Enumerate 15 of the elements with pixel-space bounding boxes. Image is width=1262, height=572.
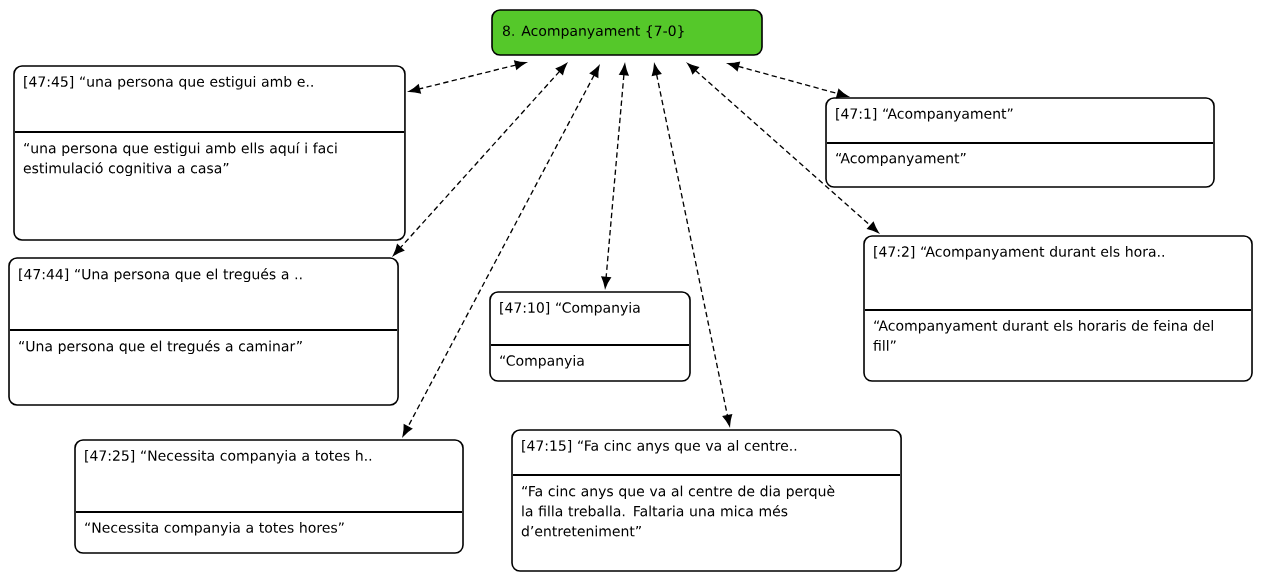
topic-box: 8. Acompanyament {7-0} xyxy=(491,9,763,56)
quotation-box: [47:44] “Una persona que el tregués a .. “Una persona que el tregués a caminar” xyxy=(8,257,399,406)
arrow xyxy=(402,65,600,437)
arrow xyxy=(727,61,849,99)
quotation-box: [47:25] “Necessita companyia a totes h.. “Necessita companyia a totes hores” xyxy=(74,439,464,554)
quotation-box: [47:1] “Acompanyament” “Acompanyament” xyxy=(825,97,1215,188)
arrow xyxy=(687,63,879,233)
arrow xyxy=(393,63,567,256)
arrow xyxy=(651,63,733,427)
quotation-box: [47:45] “una persona que estigui amb e.. “una persona que estigui amb ells aquí i faci estimulació cognitiva a casa” xyxy=(13,65,406,241)
quotation-box: [47:10] “Companyia “Companyia xyxy=(489,291,691,382)
arrow xyxy=(601,63,629,289)
quotation-box: [47:2] “Acompanyament durant els hora.. “Acompanyament durant els horaris de feina del fill” xyxy=(863,235,1253,382)
arrow xyxy=(408,60,527,94)
quotation-box: [47:15] “Fa cinc anys que va al centre.. “Fa cinc anys que va al centre de dia perquè la filla treballa. Faltaria una mica més d’entreteniment” xyxy=(511,429,902,572)
